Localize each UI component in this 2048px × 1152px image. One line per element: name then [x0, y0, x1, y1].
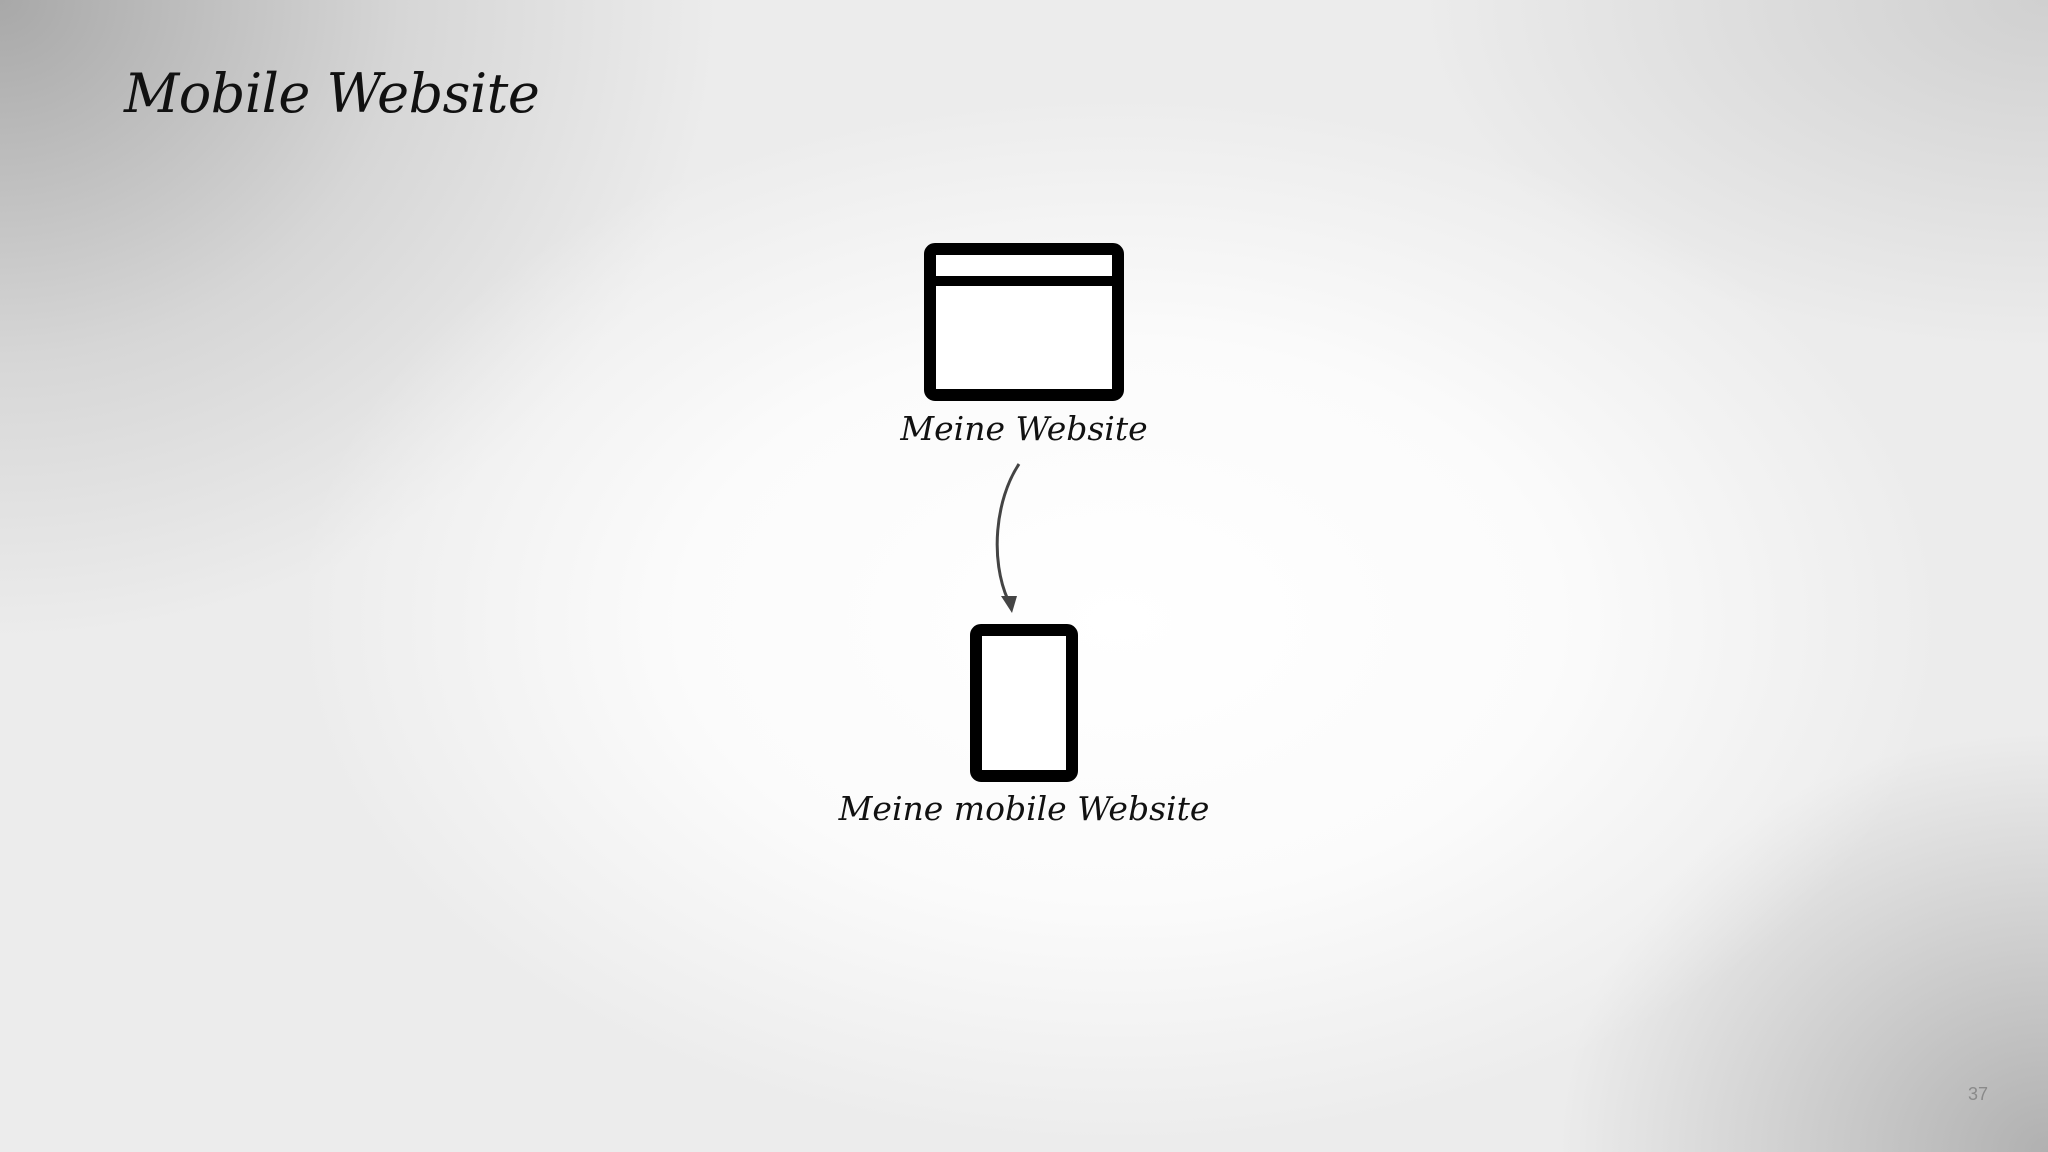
browser-window-icon [924, 243, 1124, 401]
mobile-phone-icon [970, 624, 1078, 782]
connector-arrow [995, 463, 1021, 613]
slide-title: Mobile Website [124, 62, 540, 125]
node-label-mobile: Meine mobile Website [838, 789, 1210, 828]
arrow-head [1001, 596, 1017, 613]
node-label-desktop: Meine Website [900, 409, 1148, 448]
page-number: 37 [1967, 1084, 1988, 1104]
